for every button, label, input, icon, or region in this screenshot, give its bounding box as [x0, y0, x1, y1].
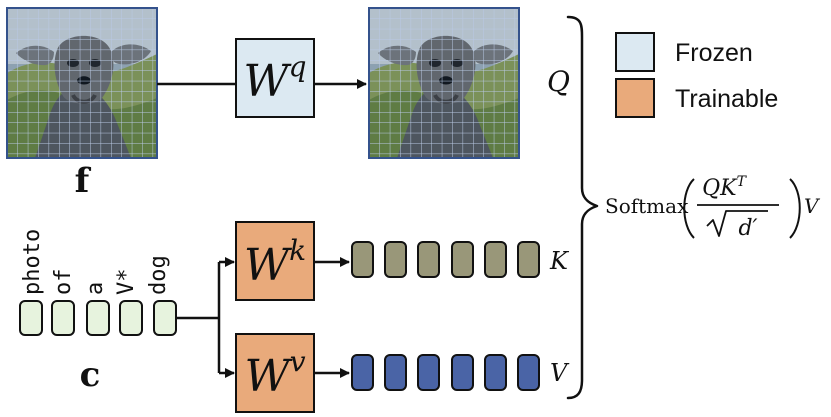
token-v-star: V*	[114, 269, 139, 296]
wq-box	[235, 38, 315, 118]
svg-text:Wk: Wk	[244, 234, 306, 291]
token-box-dog	[153, 300, 177, 336]
attention-formula: Softmax QKT d′ V	[605, 174, 821, 241]
token-a: a	[83, 282, 108, 295]
token-box-v-star	[119, 300, 143, 336]
value-tokens	[351, 354, 540, 391]
token-photo: photo	[20, 229, 45, 295]
formula-left-paren	[683, 178, 695, 239]
key-token-2	[384, 241, 407, 278]
formula-numerator-superscript: T	[737, 174, 748, 190]
formula-trailing-v: V	[804, 194, 821, 218]
value-token-2	[384, 354, 407, 391]
token-list: photo of a V* dog	[19, 229, 177, 336]
formula-right-paren	[789, 178, 801, 239]
frozen-legend-label: Frozen	[675, 39, 753, 67]
wq-base-label: W	[243, 56, 292, 107]
output-dog-photo	[367, 6, 521, 160]
svg-text:QKT: QKT	[702, 174, 747, 201]
q-label: Q	[547, 65, 570, 98]
key-token-3	[417, 241, 440, 278]
token-of: of	[51, 269, 76, 296]
frozen-legend-swatch	[615, 32, 655, 72]
formula-softmax-label: Softmax	[605, 194, 689, 218]
trainable-legend-label: Trainable	[675, 85, 778, 113]
formula-denominator: d′	[738, 216, 757, 241]
key-tokens	[351, 241, 540, 278]
value-token-4	[451, 354, 474, 391]
attention-brace	[566, 15, 599, 400]
k-label: K	[549, 247, 570, 275]
input-dog-photo	[5, 6, 159, 160]
token-box-a	[86, 300, 110, 336]
wk-base-label: W	[244, 240, 293, 291]
value-token-6	[517, 354, 540, 391]
v-label: V	[550, 359, 570, 387]
key-token-5	[484, 241, 507, 278]
wv-base-label: W	[244, 351, 293, 402]
token-dog: dog	[146, 255, 171, 295]
trainable-legend-swatch	[615, 78, 655, 118]
key-token-4	[451, 241, 474, 278]
wk-sup-label: k	[289, 234, 306, 267]
key-token-6	[517, 241, 540, 278]
svg-text:Wv: Wv	[244, 345, 305, 402]
formula-numerator: QK	[702, 176, 738, 201]
wq-sup-label: q	[289, 50, 307, 83]
value-token-1	[351, 354, 374, 391]
svg-text:Wq: Wq	[243, 50, 306, 107]
key-token-1	[351, 241, 374, 278]
feature-label: f	[75, 161, 92, 201]
formula-root-sign	[706, 210, 768, 237]
token-box-of	[51, 300, 75, 336]
condition-label: c	[80, 355, 101, 395]
value-token-3	[417, 354, 440, 391]
wk-box	[235, 221, 315, 301]
wv-sup-label: v	[290, 345, 306, 378]
token-box-photo	[19, 300, 43, 336]
value-token-5	[484, 354, 507, 391]
